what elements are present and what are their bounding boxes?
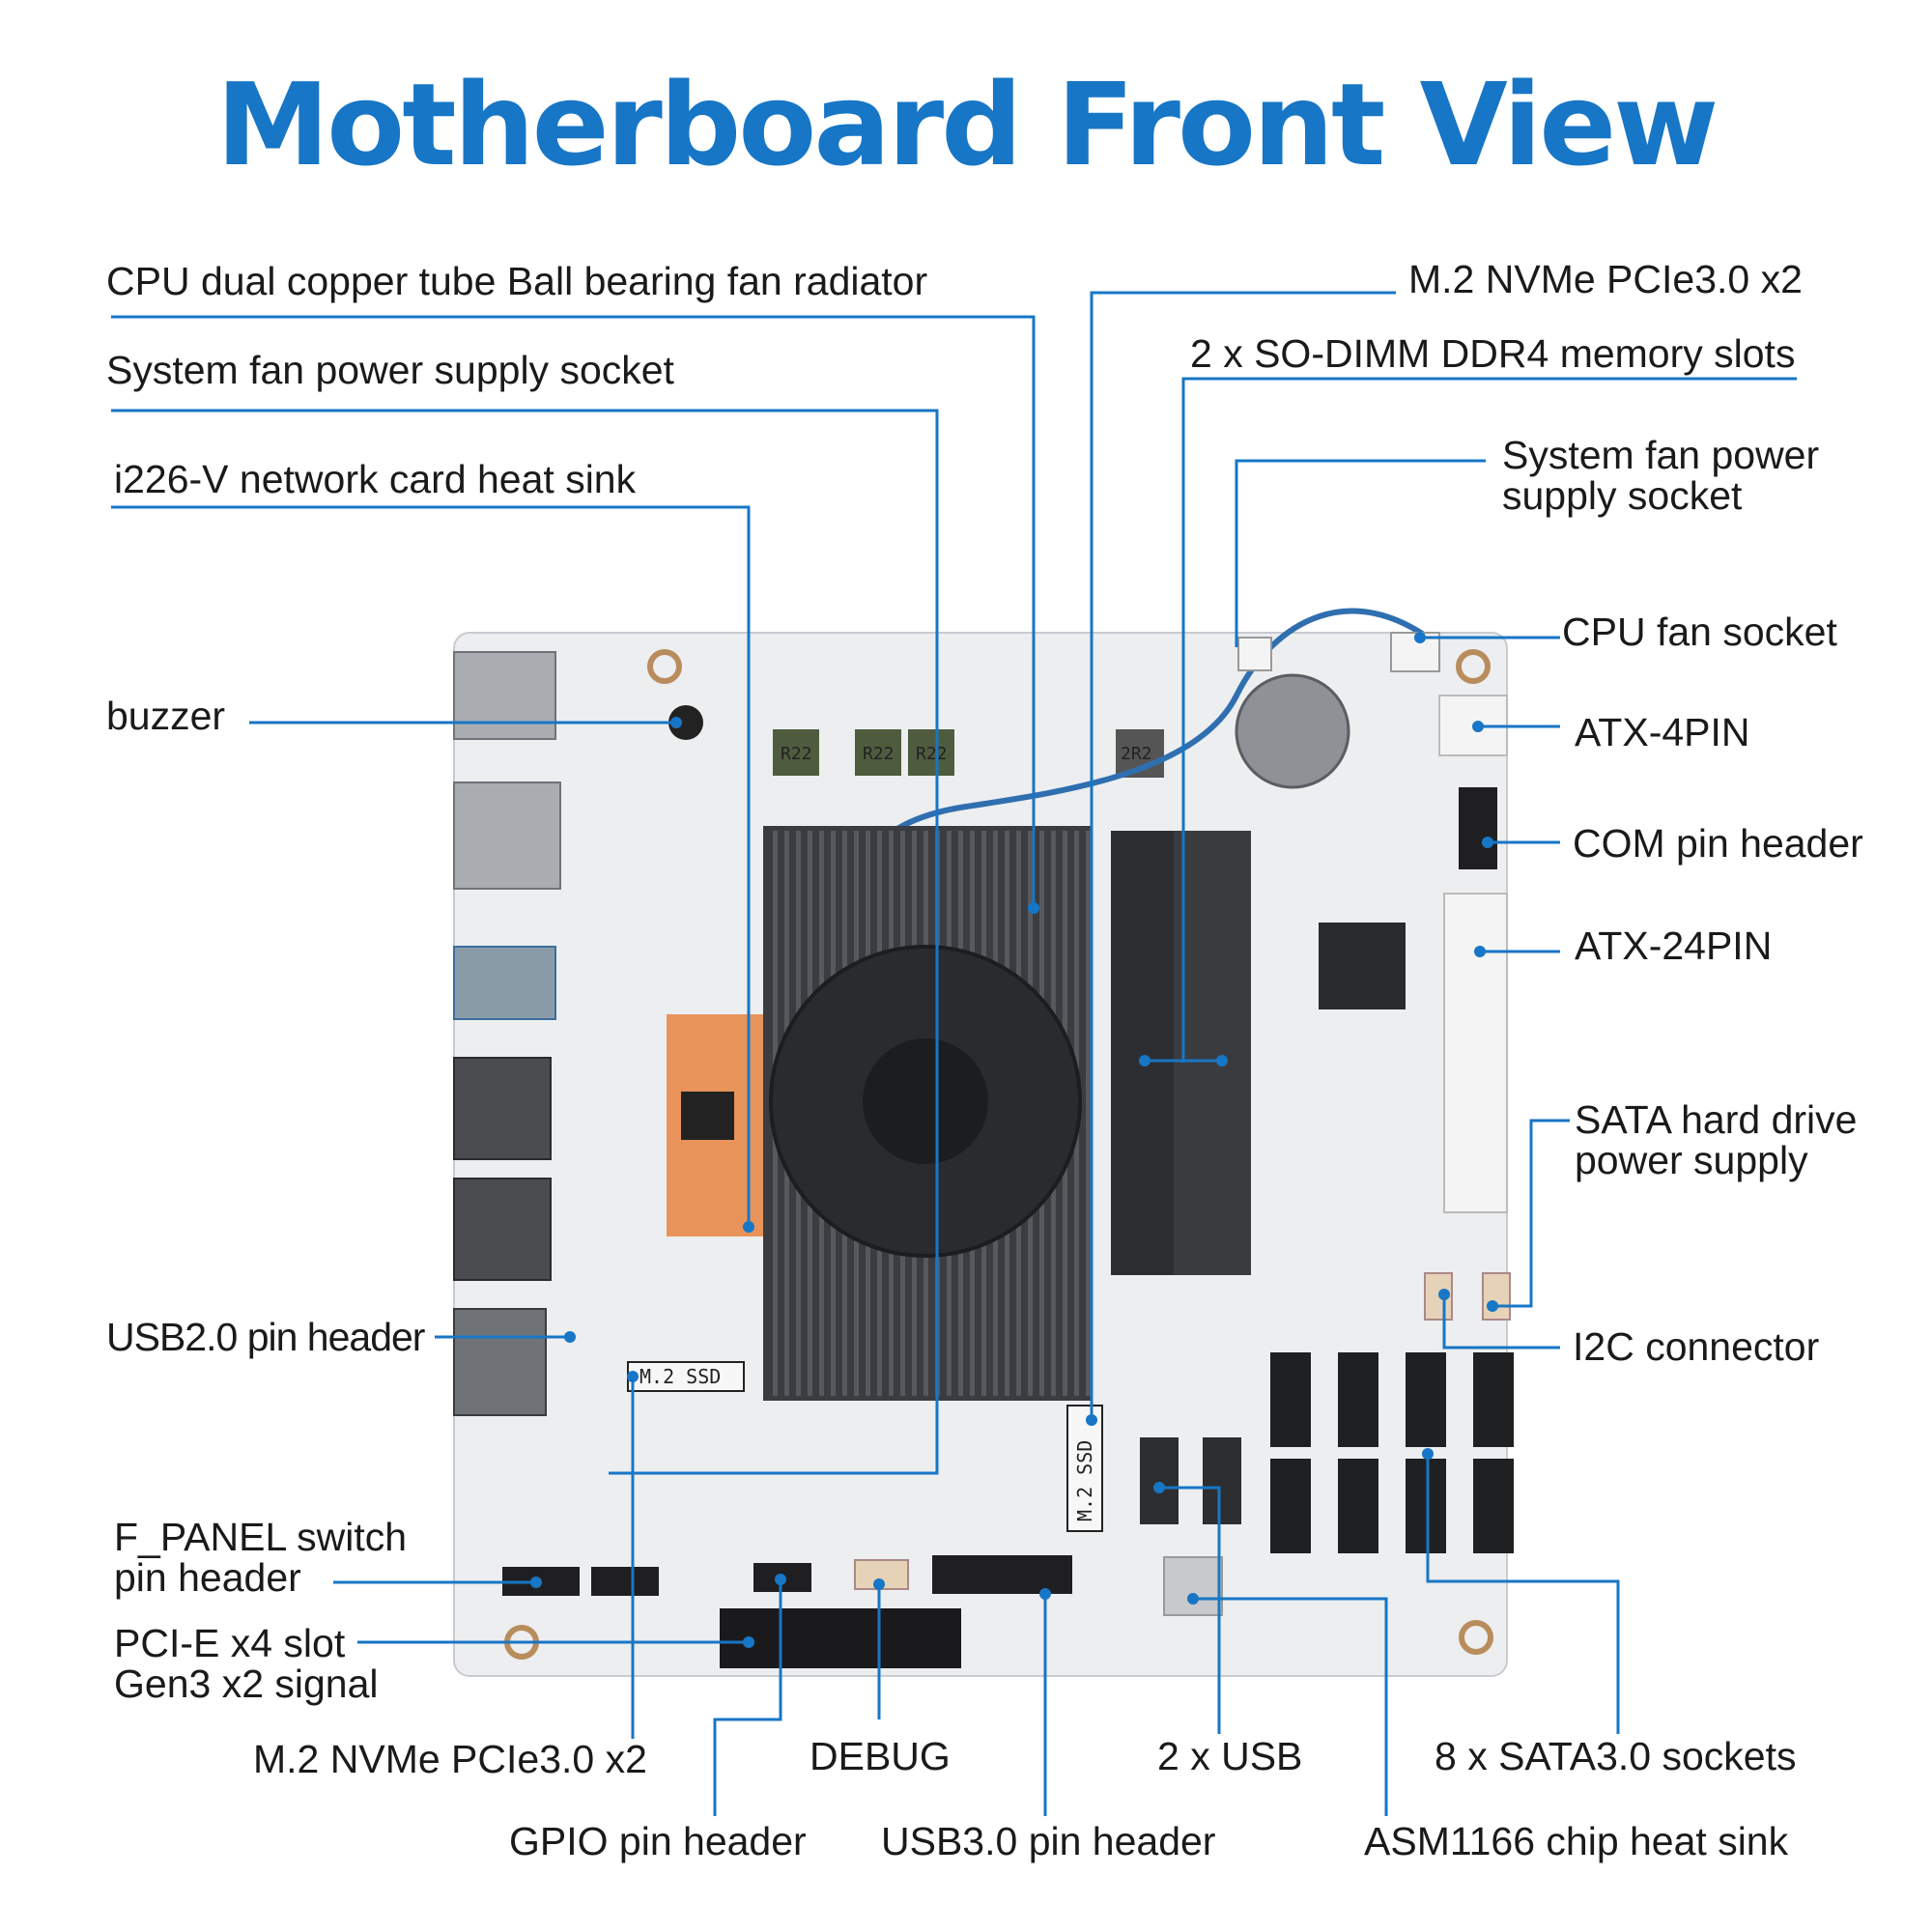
- label-cpu-fan: CPU fan socket: [1562, 610, 1837, 654]
- onboard-usb-port: [1203, 1437, 1241, 1524]
- leader-gpio: [713, 1579, 782, 1816]
- m2-slot-marking: M.2 SSD: [1073, 1440, 1096, 1521]
- sata-socket: [1270, 1459, 1311, 1553]
- leader-system-fan-left: [111, 409, 939, 1475]
- leader-usb-ports: [1159, 1486, 1221, 1734]
- inductor: [855, 729, 901, 776]
- onboard-usb-port: [1140, 1437, 1179, 1524]
- usb2-header-bottom: [591, 1567, 659, 1596]
- sata-socket: [1338, 1459, 1378, 1553]
- cmos-battery: [1235, 673, 1350, 789]
- sata-socket: [1338, 1352, 1378, 1447]
- leader-system-fan-right: [1235, 459, 1486, 647]
- sata-socket: [1406, 1352, 1446, 1447]
- io-lan-port: [453, 1178, 552, 1281]
- io-usb3-port: [453, 946, 556, 1020]
- leader-network-heatsink: [111, 505, 751, 1227]
- inductor: [908, 729, 954, 776]
- cpu-fan-hub: [863, 1038, 988, 1164]
- label-atx24: ATX-24PIN: [1575, 923, 1773, 968]
- label-sata-power: SATA hard drive power supply: [1575, 1097, 1858, 1182]
- mount-hole: [647, 649, 682, 684]
- leader-sata-sockets: [1426, 1454, 1620, 1734]
- usb3-header: [932, 1555, 1072, 1594]
- label-usb3-header: USB3.0 pin header: [881, 1819, 1216, 1863]
- pcie-x4-slot: [720, 1608, 961, 1668]
- label-asm-heatsink: ASM1166 chip heat sink: [1364, 1819, 1789, 1863]
- mount-hole: [1456, 649, 1491, 684]
- sata-socket-grid: [1270, 1352, 1514, 1553]
- callout-dots: [530, 632, 1498, 1648]
- io-usb-stack: [453, 651, 556, 740]
- sodimm-slot: [1174, 831, 1251, 1275]
- sata-socket: [1406, 1459, 1446, 1553]
- label-system-fan-left: System fan power supply socket: [106, 348, 674, 392]
- network-chip: [681, 1092, 734, 1140]
- label-usb-ports: 2 x USB: [1157, 1734, 1303, 1778]
- page-title: Motherboard Front View: [215, 58, 1719, 191]
- leader-cpu-radiator: [111, 315, 1036, 908]
- atx-24pin-connector: [1443, 893, 1508, 1213]
- mount-hole: [1459, 1620, 1493, 1655]
- label-usb2-header: USB2.0 pin header: [106, 1315, 425, 1359]
- label-m2-top: M.2 NVMe PCIe3.0 x2: [1408, 257, 1803, 301]
- label-gpio: GPIO pin header: [509, 1819, 807, 1863]
- label-debug: DEBUG: [810, 1734, 951, 1778]
- io-chip: [1319, 923, 1406, 1009]
- m2-slot-vertical: [1066, 1405, 1103, 1532]
- label-i2c: I2C connector: [1573, 1324, 1820, 1369]
- m2-slot-marking: M.2 SSD: [639, 1365, 721, 1388]
- label-atx4: ATX-4PIN: [1575, 710, 1750, 754]
- com-pin-header: [1459, 787, 1497, 869]
- inductor-marking: 2R2: [1121, 744, 1152, 764]
- sata-socket: [1473, 1459, 1514, 1553]
- label-com: COM pin header: [1573, 821, 1863, 866]
- inductor-marking: R22: [916, 744, 948, 764]
- label-sodimm: 2 x SO-DIMM DDR4 memory slots: [1190, 331, 1796, 376]
- leader-sodimm: [1181, 377, 1797, 1063]
- sata-socket: [1270, 1352, 1311, 1447]
- leader-sata-power: [1492, 1119, 1570, 1308]
- label-buzzer: buzzer: [106, 694, 226, 738]
- io-hdmi-dp-stack: [453, 781, 561, 890]
- buzzer-component: [668, 705, 703, 740]
- i2c-connector: [1424, 1272, 1453, 1321]
- system-fan-header: [1237, 637, 1272, 671]
- io-lan-port: [453, 1057, 552, 1160]
- label-m2-bottom: M.2 NVMe PCIe3.0 x2: [253, 1737, 647, 1781]
- inductor-marking: R22: [781, 744, 812, 764]
- sata-power-connector: [1482, 1272, 1511, 1321]
- label-system-fan-right: System fan power supply socket: [1502, 433, 1820, 518]
- io-audio-port: [453, 1308, 547, 1416]
- leader-i2c: [1442, 1294, 1560, 1350]
- m2-slot-bottom: [627, 1361, 745, 1392]
- leader-asm-heatsink: [1193, 1597, 1388, 1816]
- inductor-marking: R22: [863, 744, 895, 764]
- asm1166-heatsink: [1163, 1556, 1223, 1616]
- sata-socket: [1473, 1352, 1514, 1447]
- heatsink-fin: [1086, 831, 1091, 1396]
- label-pcie: PCI-E x4 slot Gen3 x2 signal: [114, 1621, 379, 1706]
- label-network-heatsink: i226-V network card heat sink: [114, 457, 637, 501]
- label-sata-sockets: 8 x SATA3.0 sockets: [1435, 1734, 1797, 1778]
- callout-lines: [111, 291, 1797, 1816]
- inductor: [773, 729, 819, 776]
- label-f-panel: F_PANEL switch pin header: [114, 1515, 408, 1600]
- label-cpu-radiator: CPU dual copper tube Ball bearing fan ra…: [106, 259, 928, 303]
- leader-m2-top: [1090, 291, 1396, 1420]
